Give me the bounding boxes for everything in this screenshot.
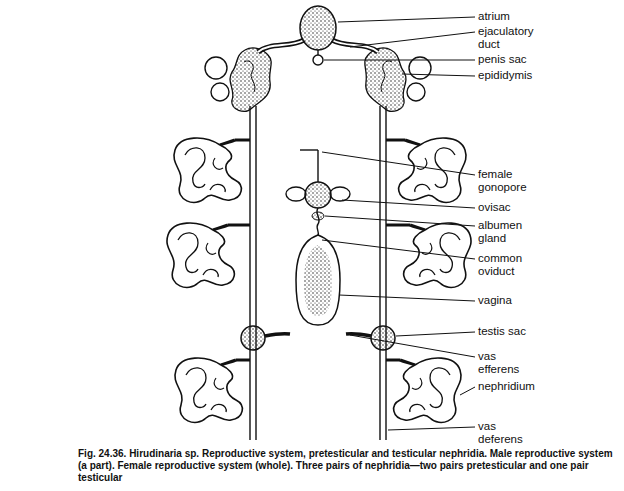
part-label: female gonopore [478,168,538,194]
part-label: albumen gland [478,219,538,245]
female-system [286,150,350,325]
part-label: vagina [478,294,608,307]
part-label: vas deferens [478,420,538,446]
part-label: ejaculatory duct [478,25,548,51]
figure-caption: Fig. 24.36. Hirudinaria sp. Reproductive… [78,448,618,484]
part-label: nephridium [478,380,608,393]
part-label: testis sac [478,325,608,338]
part-label: common oviduct [478,252,538,278]
nephridia [167,138,471,422]
part-label: epididymis [478,69,608,82]
part-label: penis sac [478,53,608,66]
part-label: atrium [478,10,608,23]
leader-lines [322,17,475,430]
part-label: ovisac [478,201,608,214]
part-label: vas efferens [478,350,538,376]
male-system [205,6,431,440]
